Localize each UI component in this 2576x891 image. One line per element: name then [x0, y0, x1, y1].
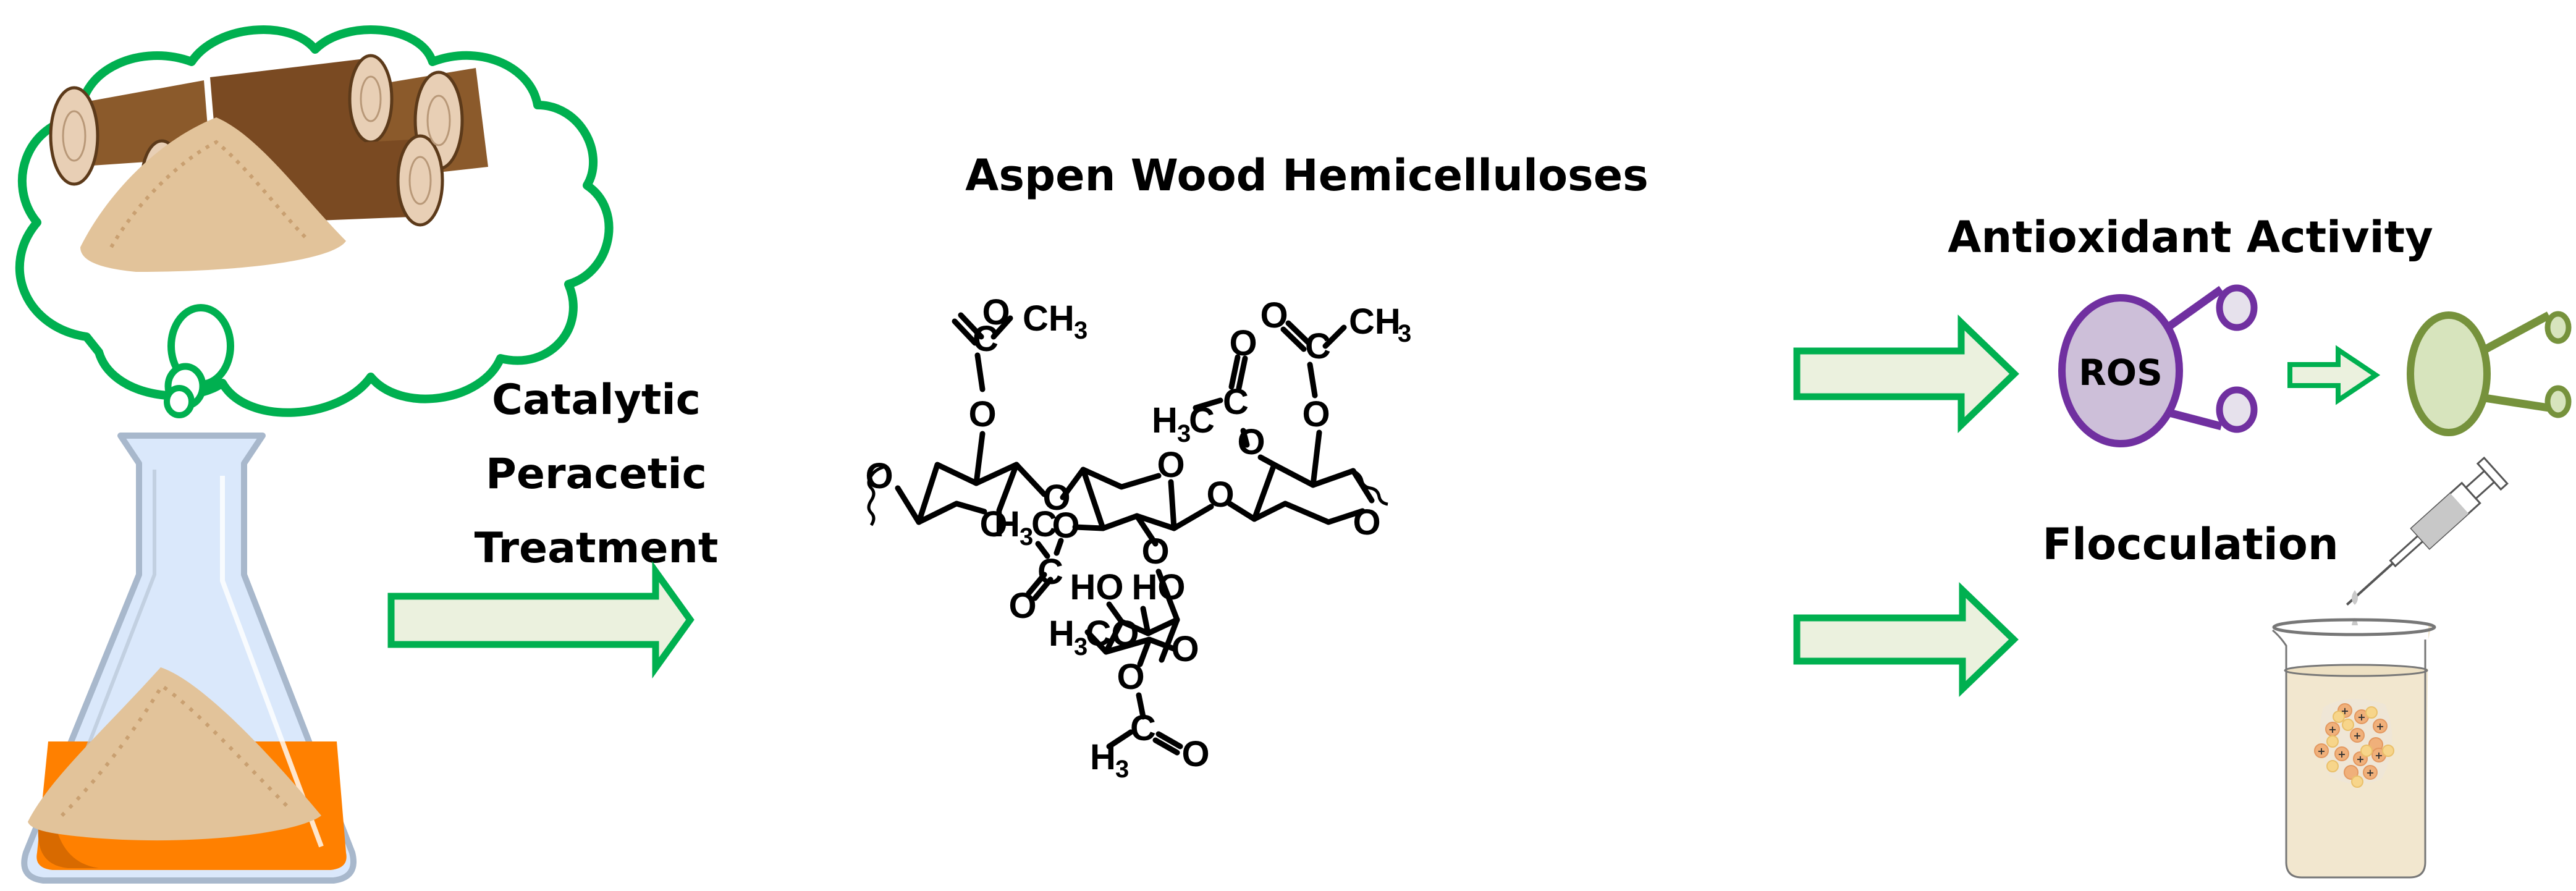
neutralized-molecule-icon — [2407, 311, 2572, 436]
atom-label: O — [1302, 394, 1330, 434]
atom-label: O — [979, 504, 1007, 544]
svg-text:+: + — [2317, 745, 2325, 757]
svg-text:+: + — [2337, 748, 2346, 760]
atom-label: CH — [1349, 302, 1401, 342]
charged-particle-floc-icon: +++ +++ +++ + — [2314, 699, 2394, 788]
atom-label: C — [1130, 708, 1156, 748]
atom-label: O — [1052, 505, 1079, 546]
atom-subscript: 3 — [1115, 756, 1129, 783]
atom-label: C — [973, 319, 999, 359]
atom-label: O — [1042, 478, 1070, 518]
beaker-icon — [2272, 618, 2436, 879]
ros-molecule-icon: ROS — [2058, 284, 2258, 447]
erlenmeyer-flask-icon — [21, 433, 357, 884]
atom-label: O — [968, 394, 996, 434]
atom-label: O — [1206, 475, 1234, 515]
antioxidant-arrow — [1793, 315, 2019, 433]
atom-label: O — [1260, 295, 1288, 336]
process-label: Catalytic Peracetic Treatment — [475, 376, 719, 573]
atom-label: C — [1223, 382, 1249, 422]
flocculation-title: Flocculation — [2042, 519, 2338, 570]
antioxidant-title: Antioxidant Activity — [1948, 212, 2433, 263]
atom-label: O — [1353, 502, 1380, 543]
atom-label: HO — [1132, 567, 1186, 607]
syringe-icon — [2346, 456, 2509, 606]
atom-label: O — [1181, 734, 1209, 774]
atom-label: C — [1031, 504, 1057, 544]
wood-logs-icon — [49, 54, 488, 227]
atom-label: O — [1229, 323, 1257, 363]
atom-label: O — [865, 456, 893, 496]
atom-subscript: 3 — [1074, 633, 1087, 661]
svg-text:+: + — [2328, 724, 2336, 735]
atom-label: CO — [1086, 614, 1139, 654]
svg-text:+: + — [2353, 730, 2361, 741]
atom-label: O — [1141, 531, 1169, 572]
neutralization-arrow — [2287, 345, 2381, 405]
svg-text:+: + — [2341, 705, 2349, 717]
ros-label: ROS — [2079, 352, 2163, 394]
process-label-line1: Catalytic — [492, 376, 701, 424]
atom-label: O — [1117, 657, 1144, 697]
atom-label: O — [1157, 445, 1185, 485]
svg-text:+: + — [2356, 753, 2364, 765]
atom-subscript: 3 — [1398, 320, 1411, 347]
svg-text:+: + — [2375, 750, 2383, 761]
atom-label: O — [1237, 422, 1265, 462]
atom-label: O — [982, 292, 1010, 332]
process-arrow — [387, 560, 695, 679]
svg-text:+: + — [2376, 720, 2384, 732]
atom-label: C — [1305, 326, 1331, 366]
process-label-line3: Treatment — [475, 524, 719, 573]
hemicellulose-structure: O C CH 3 O O O H 3 C C O O O O O O O C H… — [865, 292, 1411, 783]
atom-label: C — [1037, 552, 1063, 592]
atom-label: C — [1189, 400, 1215, 441]
atom-label: H — [1049, 614, 1075, 654]
atom-label: H — [1090, 737, 1116, 777]
atom-label: O — [1008, 586, 1036, 626]
atom-label: H — [1152, 400, 1178, 441]
svg-text:+: + — [2357, 711, 2365, 723]
flocculation-arrow — [1793, 582, 2019, 697]
atom-label: O — [1171, 629, 1199, 669]
atom-label: H — [994, 504, 1020, 544]
atom-subscript: 3 — [1177, 420, 1191, 447]
atom-label: CH — [1023, 298, 1075, 339]
atom-label: HO — [1070, 567, 1124, 607]
atom-subscript: 3 — [1020, 523, 1033, 551]
atom-subscript: 3 — [1074, 317, 1087, 344]
svg-text:+: + — [2366, 767, 2374, 779]
sawdust-pile-icon — [80, 117, 346, 272]
product-title: Aspen Wood Hemicelluloses — [965, 150, 1649, 201]
process-label-line2: Peracetic — [486, 450, 707, 499]
